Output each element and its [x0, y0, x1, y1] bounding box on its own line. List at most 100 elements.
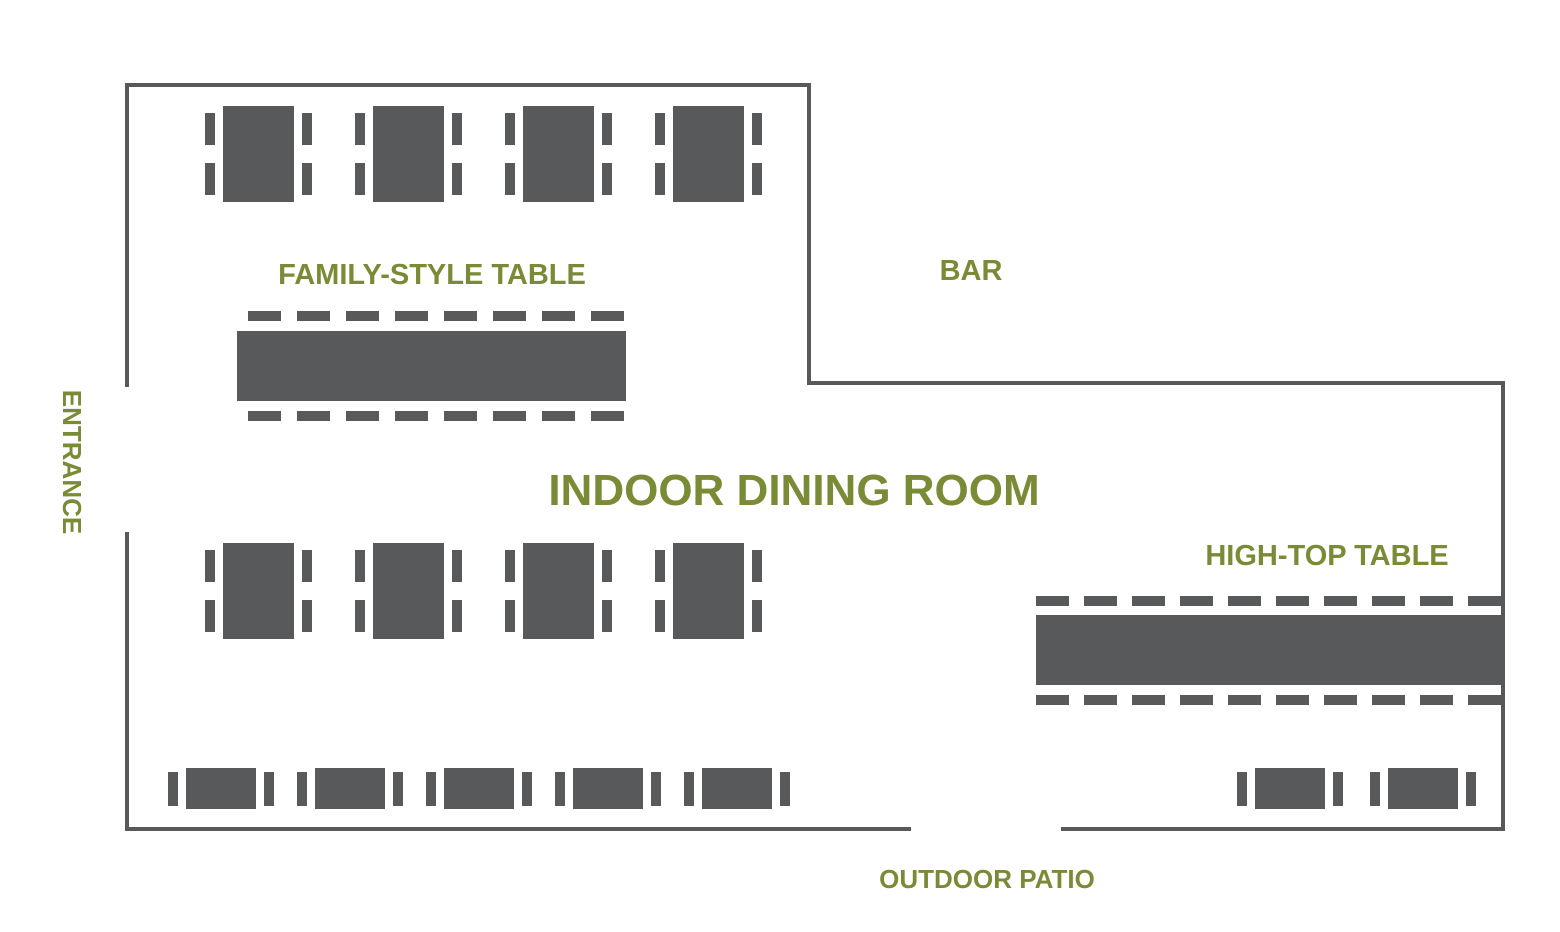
chair	[684, 772, 694, 806]
table-top	[237, 331, 626, 401]
chair	[542, 411, 575, 421]
chair	[651, 772, 661, 806]
four-top-table	[505, 106, 612, 202]
two-top-table	[168, 768, 274, 809]
chair	[752, 163, 762, 195]
chair	[493, 311, 526, 321]
table-top	[573, 768, 643, 809]
chair	[168, 772, 178, 806]
stool	[1276, 596, 1309, 606]
entrance-label: ENTRANCE	[57, 390, 87, 534]
table-top	[673, 106, 744, 202]
chair	[505, 550, 515, 582]
room-title: INDOOR DINING ROOM	[548, 466, 1039, 515]
chair	[452, 163, 462, 195]
two-top-tables	[168, 768, 1476, 809]
stool	[1036, 596, 1069, 606]
chair	[355, 600, 365, 632]
chair	[393, 772, 403, 806]
table-top	[1388, 768, 1458, 809]
family-style-table	[237, 311, 626, 421]
chair	[205, 600, 215, 632]
chair	[297, 311, 330, 321]
chair	[591, 311, 624, 321]
table-top	[1036, 615, 1503, 685]
four-top-table	[355, 106, 462, 202]
family-table-label: FAMILY-STYLE TABLE	[278, 259, 586, 291]
chair	[602, 163, 612, 195]
four-top-tables-lower	[205, 543, 762, 639]
chair	[1237, 772, 1247, 806]
chair	[1333, 772, 1343, 806]
stool	[1036, 695, 1069, 705]
chair	[355, 113, 365, 145]
stool	[1276, 695, 1309, 705]
four-top-table	[205, 106, 312, 202]
chair	[297, 772, 307, 806]
high-top-table	[1036, 596, 1503, 705]
stool	[1084, 695, 1117, 705]
chair	[602, 550, 612, 582]
chair	[1466, 772, 1476, 806]
chair	[248, 311, 281, 321]
chair	[493, 411, 526, 421]
chair	[297, 411, 330, 421]
chair	[752, 113, 762, 145]
chair	[522, 772, 532, 806]
chair	[780, 772, 790, 806]
stool	[1180, 596, 1213, 606]
chair	[752, 550, 762, 582]
stool	[1468, 596, 1501, 606]
walls	[125, 83, 1505, 831]
chair	[302, 550, 312, 582]
table-top	[444, 768, 514, 809]
stool	[1180, 695, 1213, 705]
labels: FAMILY-STYLE TABLE BAR INDOOR DINING ROO…	[57, 255, 1449, 894]
chair	[205, 113, 215, 145]
two-top-table	[1237, 768, 1343, 809]
chair	[452, 600, 462, 632]
chair	[302, 163, 312, 195]
table-top	[373, 543, 444, 639]
chair	[655, 113, 665, 145]
chair	[655, 163, 665, 195]
chair	[542, 311, 575, 321]
chair	[205, 163, 215, 195]
four-top-tables-upper	[205, 106, 762, 202]
chair	[302, 113, 312, 145]
chair	[555, 772, 565, 806]
table-top	[702, 768, 772, 809]
four-top-table	[655, 106, 762, 202]
chair	[302, 600, 312, 632]
stool	[1132, 695, 1165, 705]
four-top-table	[355, 543, 462, 639]
chair	[1370, 772, 1380, 806]
chair	[395, 311, 428, 321]
stool	[1420, 695, 1453, 705]
chair	[355, 550, 365, 582]
chair	[248, 411, 281, 421]
chair	[205, 550, 215, 582]
chair	[505, 113, 515, 145]
chair	[444, 411, 477, 421]
four-top-table	[655, 543, 762, 639]
stool	[1372, 695, 1405, 705]
stool	[1228, 695, 1261, 705]
chair	[355, 163, 365, 195]
chair	[452, 113, 462, 145]
stool	[1324, 695, 1357, 705]
stool	[1372, 596, 1405, 606]
chair	[655, 600, 665, 632]
stool	[1324, 596, 1357, 606]
chair	[602, 600, 612, 632]
stool	[1228, 596, 1261, 606]
two-top-table	[555, 768, 661, 809]
four-top-table	[505, 543, 612, 639]
table-top	[1255, 768, 1325, 809]
table-top	[223, 543, 294, 639]
chair	[264, 772, 274, 806]
two-top-table	[426, 768, 532, 809]
stool	[1468, 695, 1501, 705]
table-top	[223, 106, 294, 202]
